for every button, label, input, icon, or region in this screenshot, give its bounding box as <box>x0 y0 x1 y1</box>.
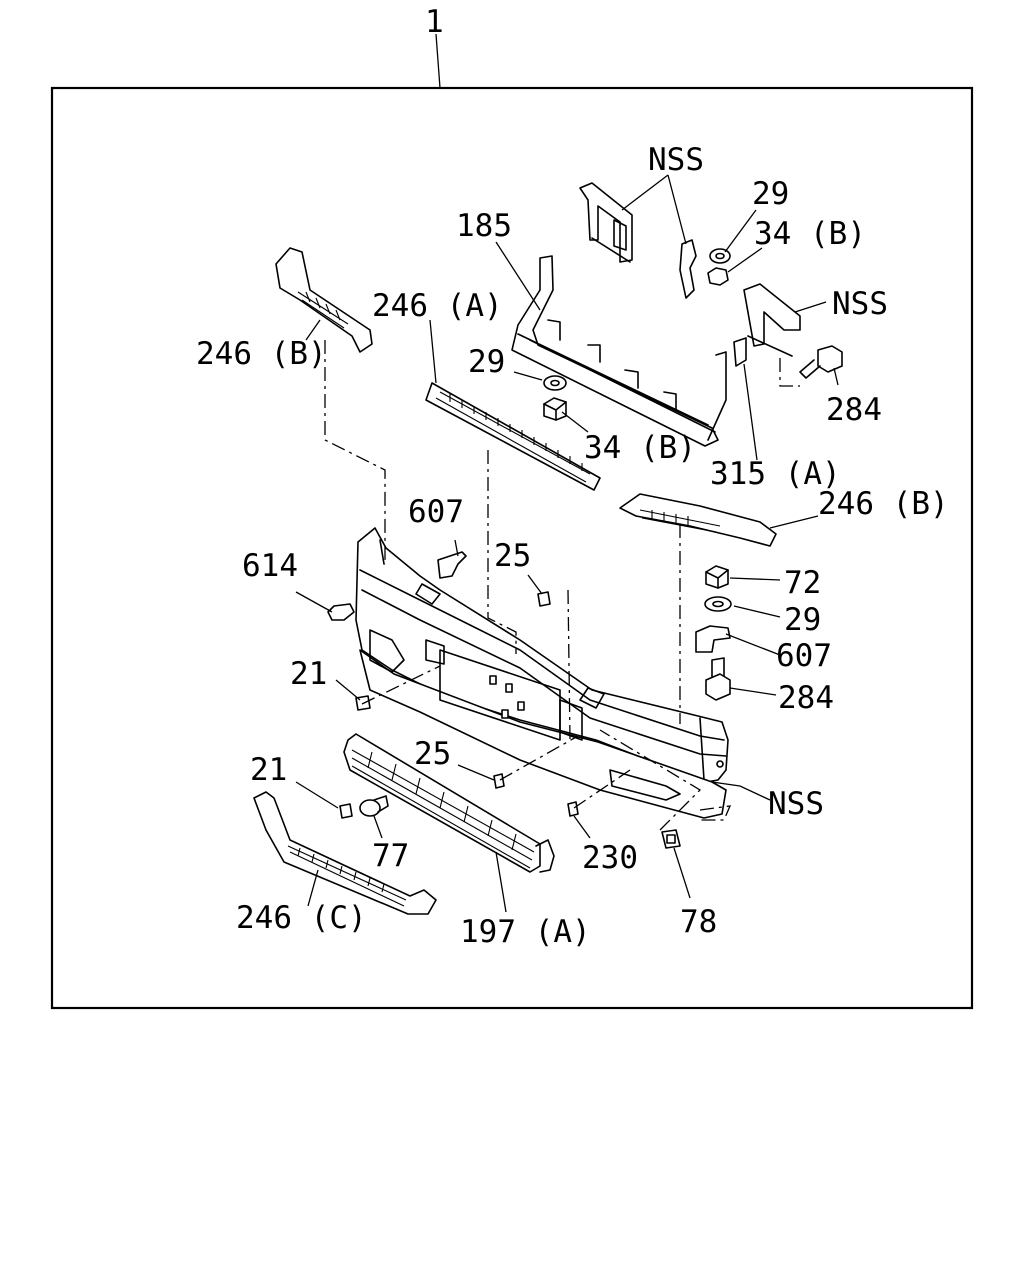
clip-78 <box>661 829 681 849</box>
assembly-frame <box>50 86 974 1010</box>
bumper-main <box>355 527 729 819</box>
label-21-bottom: 21 <box>250 752 287 788</box>
grommet-614 <box>327 603 355 621</box>
label-nss-right: NSS <box>832 286 888 322</box>
label-607-right: 607 <box>776 638 832 674</box>
label-614: 614 <box>242 548 298 584</box>
bracket-607-left <box>437 551 467 579</box>
label-246b-left: 246 (B) <box>196 336 327 372</box>
label-246b-right: 246 (B) <box>818 486 949 522</box>
label-607-left: 607 <box>408 494 464 530</box>
washer-29-right <box>704 596 732 612</box>
clip-230 <box>567 801 579 817</box>
label-25-top: 25 <box>494 538 531 574</box>
washer-29-top <box>709 248 731 264</box>
washer-29-mid <box>543 375 567 391</box>
garnish-246b-right <box>619 493 777 547</box>
garnish-246c <box>253 791 437 915</box>
clip-21-bottom <box>339 803 353 819</box>
label-21-top: 21 <box>290 656 327 692</box>
bolt-284-top <box>799 345 843 379</box>
grille-197a <box>343 733 555 873</box>
label-34b-top: 34 (B) <box>754 216 866 252</box>
label-284-right: 284 <box>778 680 834 716</box>
nut-34b-top <box>707 267 729 286</box>
screw-77 <box>359 795 389 817</box>
nut-72 <box>705 565 729 589</box>
label-246c: 246 (C) <box>236 900 367 936</box>
label-284-top: 284 <box>826 392 882 428</box>
label-nss-bottom: NSS <box>768 786 824 822</box>
bracket-185 <box>511 255 747 447</box>
clip-25-bottom <box>493 773 505 789</box>
assembly-callout: 1 <box>425 4 444 40</box>
label-230: 230 <box>582 840 638 876</box>
nss-clip-top <box>679 239 697 299</box>
label-29-right: 29 <box>784 602 821 638</box>
label-315a: 315 (A) <box>710 456 841 492</box>
garnish-246b-left <box>275 247 373 353</box>
label-78: 78 <box>680 904 717 940</box>
garnish-246a <box>425 382 601 491</box>
label-72: 72 <box>784 565 821 601</box>
label-nss-top: NSS <box>648 142 704 178</box>
nss-bracket-right <box>743 283 801 357</box>
clip-25-top <box>537 591 551 607</box>
bracket-607-right <box>695 625 731 653</box>
bolt-284-right <box>705 657 731 701</box>
label-29-top: 29 <box>752 176 789 212</box>
label-185: 185 <box>456 208 512 244</box>
nut-34b-mid <box>543 397 567 421</box>
label-25-bottom: 25 <box>414 736 451 772</box>
nss-bracket-top <box>579 182 633 263</box>
label-197a: 197 (A) <box>460 914 591 950</box>
label-29-mid: 29 <box>468 344 505 380</box>
label-246a: 246 (A) <box>372 288 503 324</box>
label-77: 77 <box>372 838 409 874</box>
label-34b-mid: 34 (B) <box>584 430 696 466</box>
